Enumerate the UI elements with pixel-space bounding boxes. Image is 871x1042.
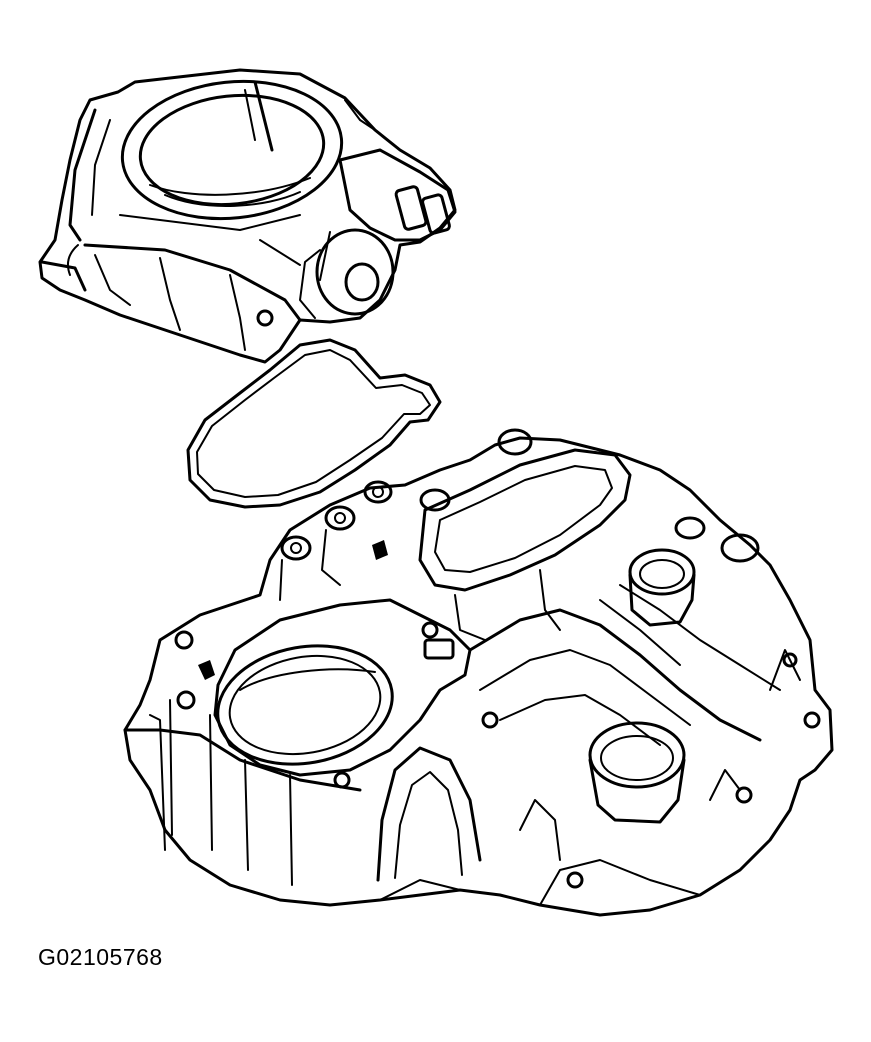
throttle-blade <box>253 80 274 152</box>
exploded-view-illustration <box>38 68 834 917</box>
throttle-body-housing <box>38 68 457 364</box>
throttle-mounting-face <box>213 598 472 777</box>
manifold-port-right <box>588 721 686 789</box>
manifold-runner <box>468 608 762 742</box>
throttle-bore-outer <box>120 79 344 221</box>
throttle-body <box>38 68 457 364</box>
intake-manifold <box>123 428 834 917</box>
manifold-throttle-bore <box>216 644 394 766</box>
mount-bolt-hole <box>256 309 274 327</box>
flange-bolt-hole <box>174 630 194 650</box>
idle-air-actuator <box>315 228 395 316</box>
throttle-body-gasket <box>186 338 442 509</box>
plenum-inlet <box>418 448 632 592</box>
throttle-bore-inner <box>138 93 326 207</box>
manifold-outline <box>123 436 834 917</box>
figure-id-label: G02105768 <box>38 944 163 970</box>
throttle-position-sensor <box>338 148 457 242</box>
manifold-arch <box>376 746 482 882</box>
manifold-port-upper <box>628 548 696 596</box>
bolt-boss <box>324 505 356 531</box>
